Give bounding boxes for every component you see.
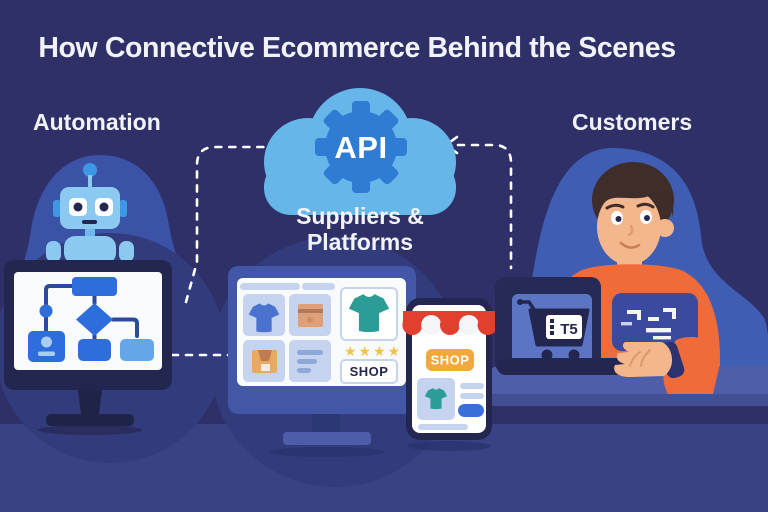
mobile-shop-button bbox=[426, 349, 474, 371]
shirt-graphic-patch bbox=[612, 293, 698, 351]
robot-neck bbox=[85, 229, 95, 237]
mobile-shop-button-label: SHOP bbox=[431, 353, 470, 368]
monitor-stand-neck bbox=[78, 390, 102, 414]
flow-node-dot bbox=[39, 304, 53, 318]
phone-shadow bbox=[407, 441, 491, 451]
robot-pupil-left bbox=[73, 202, 83, 212]
person-eyebrow-left bbox=[605, 203, 625, 210]
person-nose bbox=[627, 224, 634, 237]
cart-package-text: T5 bbox=[560, 321, 578, 338]
mobile-bottom-line bbox=[418, 424, 468, 430]
text-lines-icon bbox=[297, 350, 323, 373]
monitor-shadow bbox=[38, 425, 142, 435]
mobile-text-line1 bbox=[460, 383, 484, 389]
person-pupil-right bbox=[644, 215, 650, 221]
store-awning-icon bbox=[402, 311, 498, 335]
person-eyebrow-right bbox=[636, 202, 655, 209]
person-fringe bbox=[596, 164, 674, 218]
mobile-buy-pill bbox=[458, 404, 484, 417]
robot-icon bbox=[46, 163, 134, 264]
automation-monitor bbox=[4, 260, 172, 435]
desk-edge bbox=[488, 394, 768, 406]
robot-mouth bbox=[82, 220, 97, 224]
suppliers-label-line2: Platforms bbox=[307, 229, 413, 255]
robot-ear-left bbox=[53, 200, 61, 217]
api-cloud: API Suppliers & Platforms bbox=[264, 88, 456, 255]
flow-user-line bbox=[38, 351, 55, 356]
storefront-header-bar bbox=[240, 283, 300, 290]
mobile-text-line2 bbox=[460, 393, 484, 399]
robot-arm-right bbox=[119, 241, 134, 262]
flowchart-icon bbox=[28, 277, 154, 362]
storefront-header-bar2 bbox=[302, 283, 335, 290]
storefront-phone: SHOP bbox=[402, 298, 498, 451]
box-icon bbox=[298, 304, 323, 327]
person-face bbox=[597, 189, 661, 265]
flow-node-start bbox=[72, 277, 117, 296]
person-smile bbox=[619, 241, 641, 249]
patch-bg bbox=[612, 293, 698, 351]
robot-ear-right bbox=[119, 200, 127, 217]
flow-node-b bbox=[120, 339, 154, 361]
rating-stars: ★★★★ bbox=[344, 344, 402, 360]
desktop-shop-button-label: SHOP bbox=[350, 364, 389, 379]
storefront-monitor: ★★★★ SHOP bbox=[228, 266, 416, 457]
flow-user-avatar bbox=[41, 336, 52, 348]
page-title: How Connective Ecommerce Behind the Scen… bbox=[38, 32, 675, 64]
api-label: API bbox=[334, 130, 387, 165]
cart-wheel-left bbox=[541, 349, 553, 361]
robot-antenna-ball bbox=[83, 163, 97, 177]
storefront-shadow bbox=[269, 447, 385, 457]
desktop-shop-button bbox=[340, 359, 398, 384]
arrow-automation-to-api bbox=[184, 145, 292, 304]
gear-icon: API bbox=[315, 101, 407, 193]
robot-antenna-stem bbox=[88, 175, 92, 188]
storefront-stand-neck bbox=[312, 414, 340, 434]
automation-label: Automation bbox=[33, 109, 161, 135]
suppliers-label-line1: Suppliers & bbox=[296, 203, 424, 229]
cart-wheel-right bbox=[568, 349, 580, 361]
robot-torso bbox=[64, 236, 116, 264]
cart-package-label bbox=[546, 315, 582, 339]
storefront-stand-base bbox=[283, 432, 371, 445]
cart-icon: T5 bbox=[517, 299, 590, 361]
robot-arm-left bbox=[46, 241, 61, 262]
robot-pupil-right bbox=[99, 202, 109, 212]
monitor-stand-base bbox=[46, 414, 134, 426]
flow-node-decision bbox=[76, 303, 113, 336]
customers-label: Customers bbox=[572, 109, 692, 135]
person-hand bbox=[614, 336, 720, 394]
robot-head bbox=[60, 187, 120, 229]
package-icon bbox=[252, 350, 277, 373]
person-pupil-left bbox=[615, 216, 622, 222]
flow-node-a bbox=[78, 339, 111, 361]
finger-lines bbox=[629, 349, 651, 367]
